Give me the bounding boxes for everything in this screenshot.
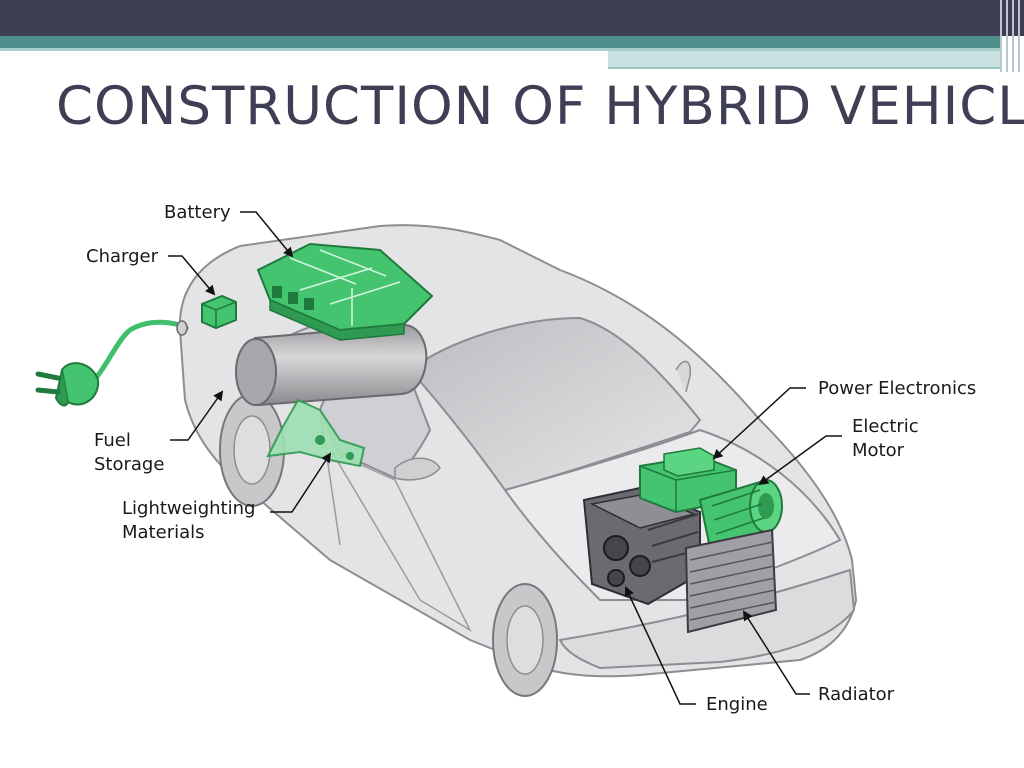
battery-pack	[256, 242, 434, 341]
label-power-electronics: Power Electronics	[818, 378, 976, 399]
accent-line	[0, 48, 1000, 51]
page-title: CONSTRUCTION OF HYBRID VEHICLE	[56, 76, 1024, 137]
label-lightweighting-line2: Materials	[122, 522, 205, 543]
charging-plug	[35, 319, 189, 407]
label-electric-motor-line2: Motor	[852, 440, 905, 461]
label-engine: Engine	[706, 694, 768, 715]
radiator-unit	[684, 528, 778, 634]
accent-band	[0, 36, 1000, 48]
label-electric-motor-line1: Electric	[852, 416, 919, 437]
leader-lines	[168, 211, 842, 705]
label-charger: Charger	[86, 246, 159, 267]
label-radiator: Radiator	[818, 684, 895, 705]
lightweight-frame	[266, 398, 366, 468]
label-battery: Battery	[164, 202, 231, 223]
corner-decoration	[996, 0, 1024, 72]
electric-motor-unit	[698, 479, 783, 550]
label-fuel-storage-line1: Fuel	[94, 430, 131, 451]
charger-unit	[201, 294, 237, 330]
accent-tab	[608, 51, 1000, 69]
fuel-tank	[235, 323, 428, 407]
label-fuel-storage-line2: Storage	[94, 454, 164, 475]
label-lightweighting-line1: Lightweighting	[122, 498, 255, 519]
header-band	[0, 0, 1024, 36]
